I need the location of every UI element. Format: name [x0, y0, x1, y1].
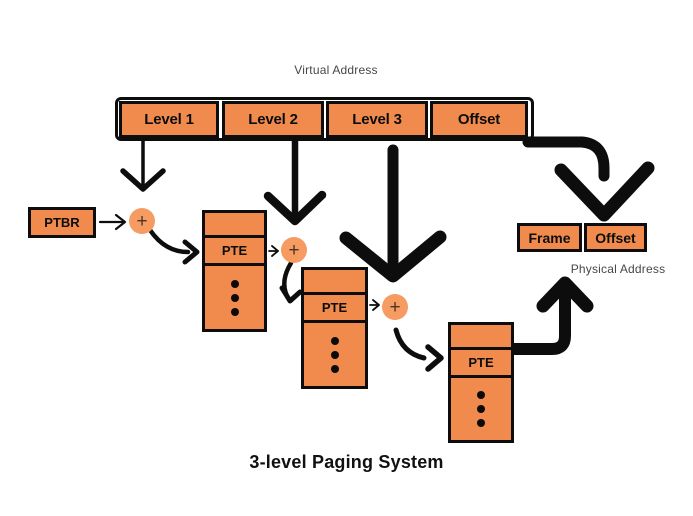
diagram-title: 3-level Paging System	[249, 452, 444, 472]
ellipsis-dot	[230, 307, 239, 316]
page-table-1: PTE	[202, 210, 267, 332]
ellipsis-dot	[477, 405, 485, 413]
ellipsis-dot	[330, 350, 339, 359]
adder1-to-table1-arrow	[147, 227, 200, 265]
page-table-1-pte-cell: PTE	[205, 235, 264, 266]
pte3-to-physical-arrow	[508, 276, 594, 355]
va-field-level1: Level 1	[119, 101, 219, 138]
adder3-plus-icon: +	[382, 294, 408, 320]
physical-address-label: Physical Address	[570, 262, 666, 276]
page-table-1-empty-cell	[205, 213, 264, 235]
pte2-to-adder3-arrow	[369, 299, 380, 311]
pa-field-frame: Frame	[517, 223, 582, 252]
page-table-2: PTE	[301, 267, 368, 389]
ellipsis-dot	[230, 293, 239, 302]
adder1-plus-icon: +	[129, 208, 155, 234]
ellipsis-dot	[477, 419, 485, 427]
ptbr-arrow	[98, 213, 127, 231]
page-table-3-empty-cell	[451, 325, 511, 347]
page-table-2-empty-cell	[304, 270, 365, 292]
level2-down-arrow	[263, 136, 327, 226]
ellipsis-dot	[230, 279, 239, 288]
ellipsis-dot	[477, 391, 485, 399]
pte1-to-adder2-arrow	[268, 245, 279, 257]
va-field-offset: Offset	[430, 101, 528, 138]
adder2-to-table2-arrow	[279, 260, 303, 304]
level3-down-arrow	[339, 144, 447, 283]
page-table-3: PTE	[448, 322, 514, 443]
ellipsis-dot	[330, 364, 339, 373]
page-table-2-pte-cell: PTE	[304, 292, 365, 323]
level1-down-arrow	[120, 138, 166, 192]
va-field-level3: Level 3	[326, 101, 428, 138]
va-field-level2: Level 2	[222, 101, 324, 138]
adder3-to-table3-arrow	[393, 327, 444, 372]
ptbr-box: PTBR	[28, 207, 96, 238]
page-table-2-ellipsis	[304, 323, 365, 386]
ellipsis-dot	[330, 336, 339, 345]
virtual-address-outline	[115, 97, 534, 141]
page-table-3-pte-cell: PTE	[451, 347, 511, 378]
offset-curve-arrow	[522, 136, 655, 222]
pa-field-offset: Offset	[584, 223, 647, 252]
page-table-1-ellipsis	[205, 266, 264, 329]
virtual-address-label: Virtual Address	[294, 63, 378, 77]
page-table-3-ellipsis	[451, 378, 511, 440]
adder2-plus-icon: +	[281, 237, 307, 263]
